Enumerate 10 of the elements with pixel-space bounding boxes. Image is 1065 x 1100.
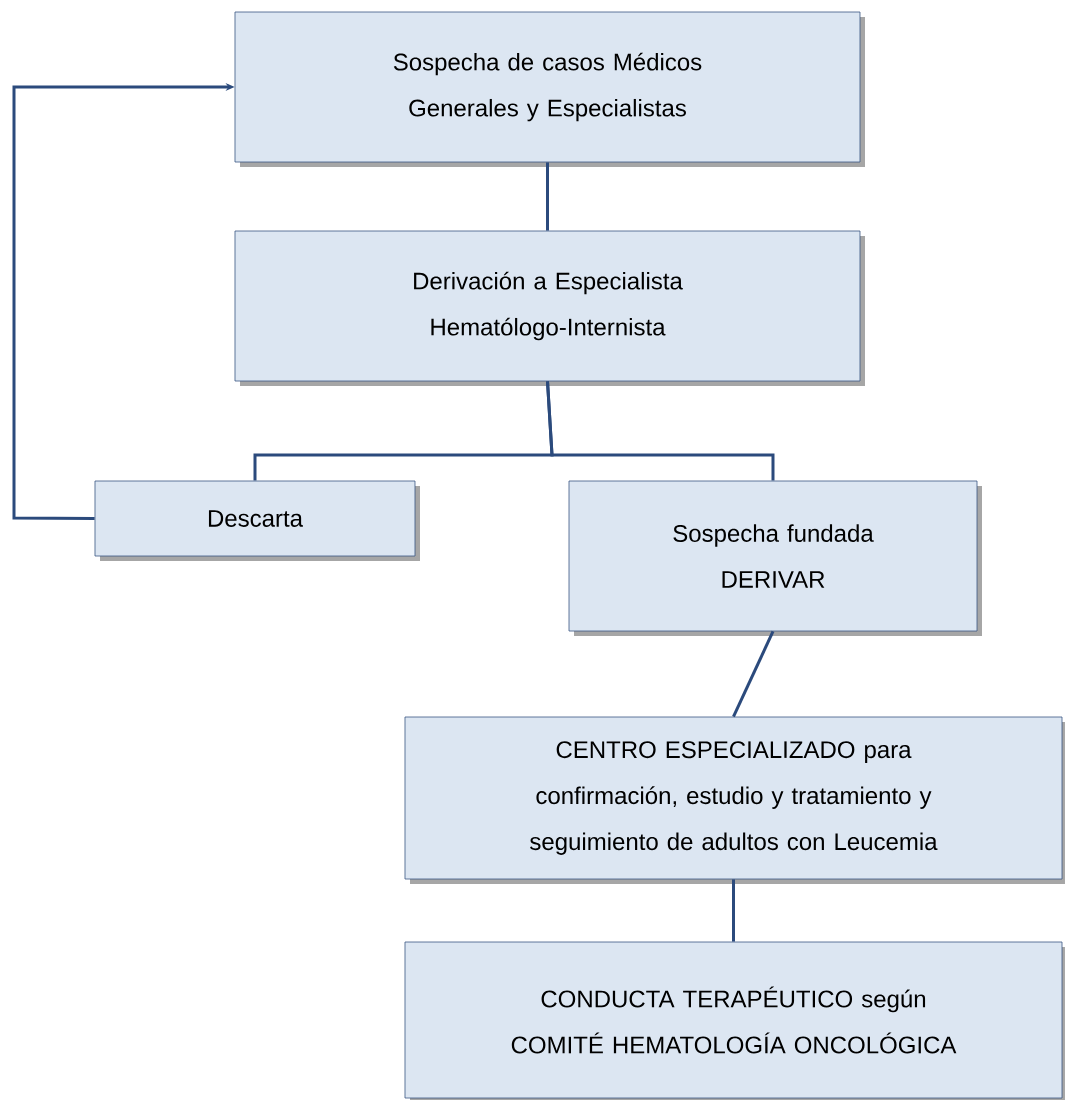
- process-box: Sospecha fundada DERIVAR: [568, 480, 982, 636]
- connector-line: [546, 162, 549, 231]
- process-box: Descarta: [94, 480, 420, 561]
- process-box: Derivación a Especialista Hematólogo-Internista: [234, 230, 865, 386]
- process-box: Sospecha de casos Médicos Generales y Especialistas: [234, 11, 865, 167]
- process-box: CENTRO ESPECIALIZADO para confirmación, estudio y tratamiento y seguimiento de adultos con Leucemia: [404, 716, 1065, 884]
- connector-line: [732, 630, 775, 718]
- connector-line: [546, 381, 775, 481]
- process-box: CONDUCTA TERAPÉUTICO según COMITÉ HEMATOLOGÍA ONCOLÓGICA: [404, 941, 1065, 1100]
- connector-line: [732, 879, 735, 942]
